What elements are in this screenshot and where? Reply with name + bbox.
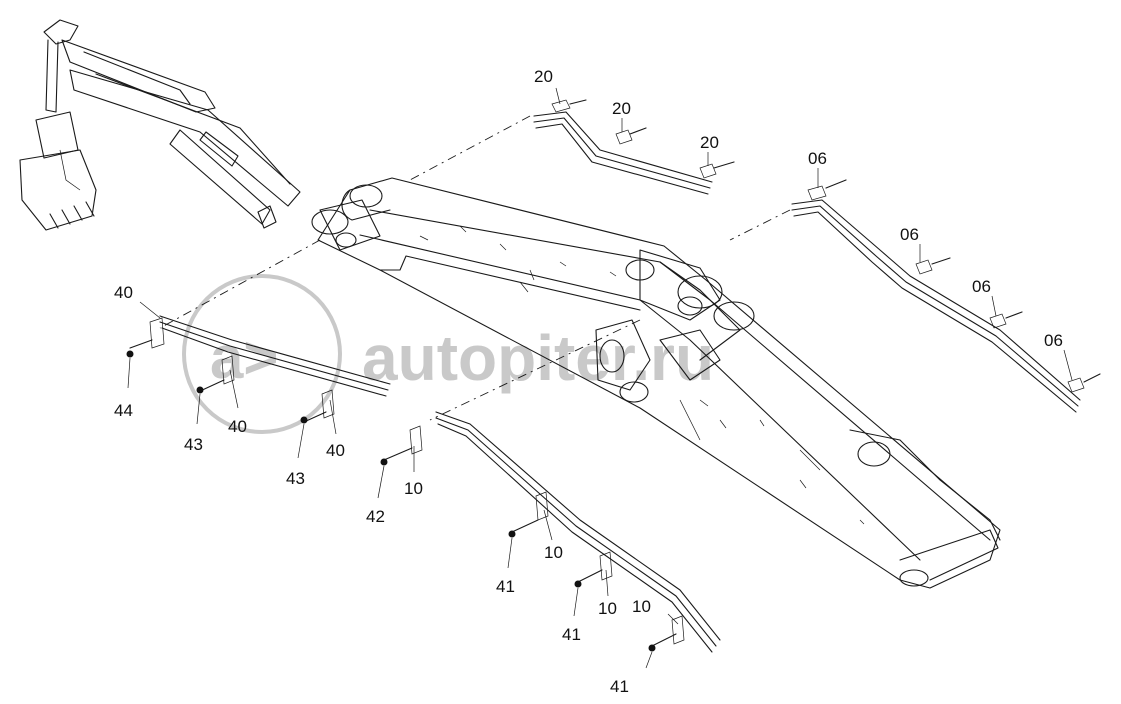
watermark: a> autopiter.ru	[182, 274, 714, 434]
callouts: 20 20 20 06 06 06 06 40 44 43 40 43 40 4…	[114, 67, 1063, 696]
watermark-logo-glyph: a>	[210, 324, 278, 391]
callout-10: 10	[544, 543, 563, 562]
callout-06: 06	[972, 277, 991, 296]
callout-20: 20	[612, 99, 631, 118]
callout-20: 20	[534, 67, 553, 86]
callout-06: 06	[1044, 331, 1063, 350]
callout-20: 20	[700, 133, 719, 152]
pipe-set-20	[533, 99, 735, 195]
callout-41: 41	[496, 577, 515, 596]
watermark-logo-ring	[182, 274, 342, 434]
callout-40: 40	[114, 283, 133, 302]
pipe-set-10	[409, 411, 721, 653]
watermark-text: autopiter.ru	[362, 322, 714, 394]
callout-10: 10	[598, 599, 617, 618]
pipe-set-40	[149, 315, 391, 419]
callout-44: 44	[114, 401, 133, 420]
callout-40: 40	[326, 441, 345, 460]
leader-lines	[127, 87, 1073, 669]
callout-42: 42	[366, 507, 385, 526]
callout-41: 41	[610, 677, 629, 696]
callout-43: 43	[184, 435, 203, 454]
pipe-set-06	[791, 179, 1101, 413]
callout-10: 10	[632, 597, 651, 616]
callout-43: 43	[286, 469, 305, 488]
boom-assembly	[311, 177, 1001, 589]
callout-41: 41	[562, 625, 581, 644]
excavator-overview-sketch	[19, 19, 301, 231]
callout-40: 40	[228, 417, 247, 436]
callout-10: 10	[404, 479, 423, 498]
callout-06: 06	[900, 225, 919, 244]
callout-06: 06	[808, 149, 827, 168]
assembly-center-lines	[159, 115, 791, 421]
bolts	[126, 339, 677, 652]
